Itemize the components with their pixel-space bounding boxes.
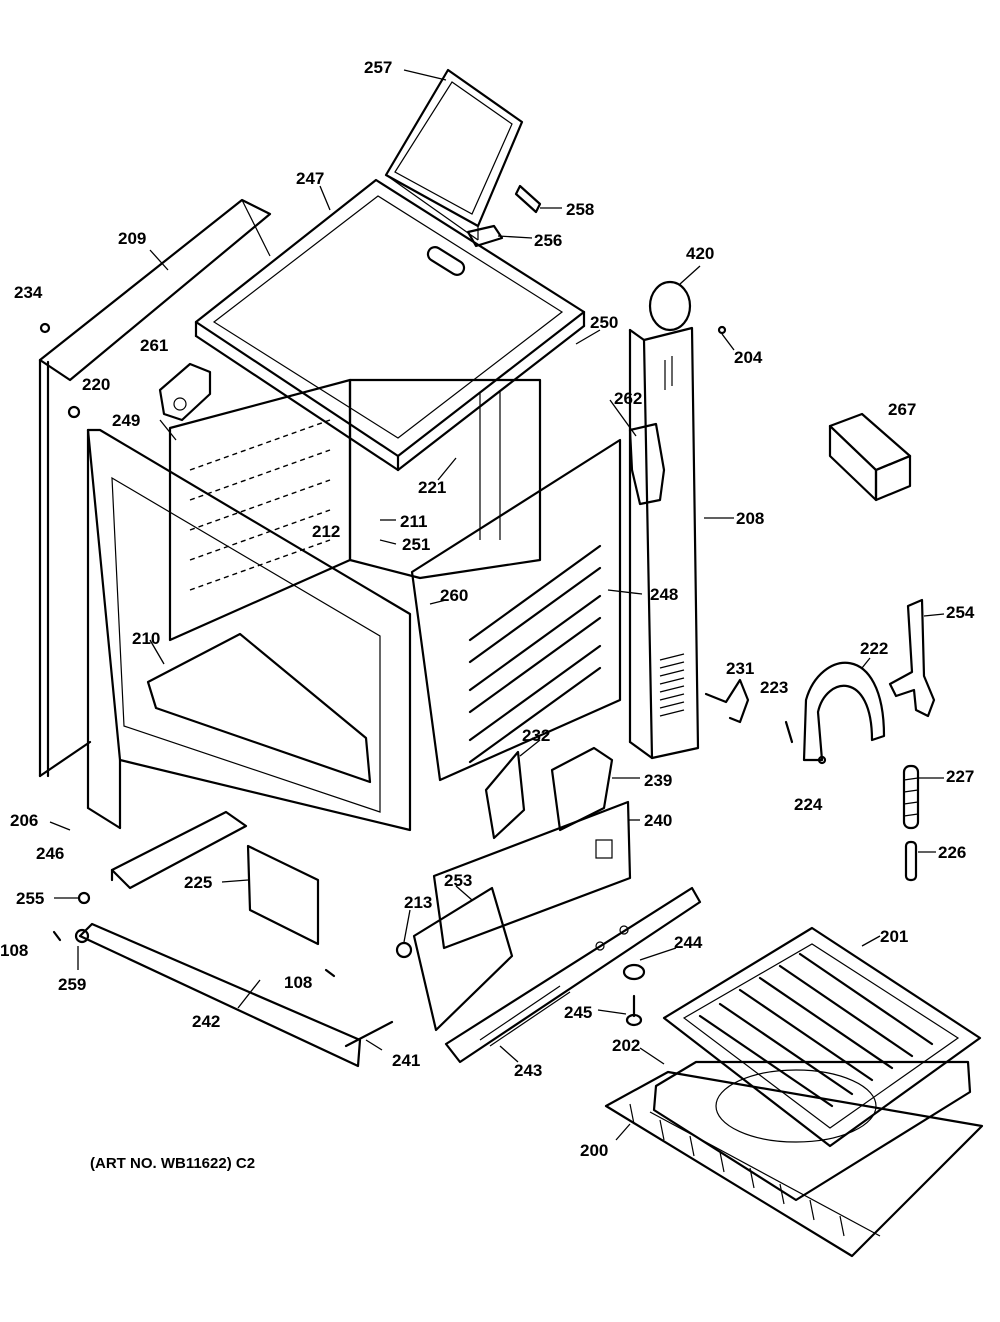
label-226: 226 <box>938 843 966 862</box>
label-245: 245 <box>564 1003 592 1022</box>
label-225: 225 <box>184 873 212 892</box>
label-213: 213 <box>404 893 432 912</box>
label-260: 260 <box>440 586 468 605</box>
label-254: 254 <box>946 603 975 622</box>
part-420-cover <box>648 280 692 332</box>
part-226-rod <box>904 840 918 882</box>
part-255-clip <box>77 891 91 905</box>
label-420: 420 <box>686 244 714 263</box>
label-223: 223 <box>760 678 788 697</box>
part-208-side-panel <box>628 326 700 760</box>
part-223-screw <box>784 720 794 744</box>
label-240: 240 <box>644 811 672 830</box>
label-246: 246 <box>36 844 64 863</box>
part-234-screw <box>39 322 51 334</box>
part-259-roller <box>74 928 90 944</box>
label-108-b: 108 <box>284 973 312 992</box>
label-259: 259 <box>58 975 86 994</box>
label-247: 247 <box>296 169 324 188</box>
label-253: 253 <box>444 871 472 890</box>
label-234: 234 <box>14 283 43 302</box>
label-200: 200 <box>580 1141 608 1160</box>
part-248-side-wall <box>410 438 643 782</box>
part-209-trim <box>38 198 272 778</box>
part-247-top <box>194 178 586 472</box>
label-222: 222 <box>860 639 888 658</box>
label-251: 251 <box>402 535 430 554</box>
drawer-rails <box>110 810 248 890</box>
part-253-rail <box>412 886 514 1032</box>
label-256: 256 <box>534 231 562 250</box>
part-261-bracket <box>158 362 212 422</box>
label-220: 220 <box>82 375 110 394</box>
label-212: 212 <box>312 522 340 541</box>
label-232: 232 <box>522 726 550 745</box>
part-108-screw-b <box>324 968 336 978</box>
part-245-knob <box>625 994 643 1027</box>
label-204: 204 <box>734 348 763 367</box>
label-231: 231 <box>726 659 754 678</box>
part-240-panel <box>432 800 632 950</box>
label-221: 221 <box>418 478 446 497</box>
part-254-hinge <box>888 598 936 718</box>
label-250: 250 <box>590 313 618 332</box>
label-255: 255 <box>16 889 44 908</box>
part-231-spring <box>704 678 750 724</box>
part-262-bracket <box>628 422 666 506</box>
label-108-a: 108 <box>0 941 28 960</box>
oven-cavity <box>168 378 542 642</box>
label-206: 206 <box>10 811 38 830</box>
part-108-screw-a <box>52 930 62 942</box>
art-number-caption: (ART NO. WB11622) C2 <box>90 1155 255 1172</box>
label-258: 258 <box>566 200 594 219</box>
label-201: 201 <box>880 927 908 946</box>
part-213-grommet <box>395 941 413 959</box>
part-201-broiler-grid <box>662 926 982 1148</box>
part-227-spring <box>902 764 920 830</box>
label-210: 210 <box>132 629 160 648</box>
part-202-broiler-pan <box>652 1060 972 1202</box>
part-244-burner-cap <box>622 963 646 981</box>
label-227: 227 <box>946 767 974 786</box>
label-248: 248 <box>650 585 678 604</box>
part-242-rail <box>78 922 362 1068</box>
label-243: 243 <box>514 1061 542 1080</box>
part-257-lid <box>384 68 524 241</box>
label-224: 224 <box>794 795 823 814</box>
label-244: 244 <box>674 933 703 952</box>
part-200-oven-rack <box>604 1070 984 1258</box>
leader-lines <box>49 69 945 1141</box>
label-261: 261 <box>140 336 168 355</box>
part-258-hinge <box>514 184 562 214</box>
label-208: 208 <box>736 509 764 528</box>
part-239-box <box>550 746 614 832</box>
label-242: 242 <box>192 1012 220 1031</box>
part-267-box <box>828 412 912 502</box>
label-209: 209 <box>118 229 146 248</box>
label-257: 257 <box>364 58 392 77</box>
part-204-screw <box>717 325 727 335</box>
part-220-screw <box>67 405 81 419</box>
part-210-front-frame <box>86 428 412 832</box>
label-249: 249 <box>112 411 140 430</box>
part-232-bracket <box>484 750 526 840</box>
part-225-panel <box>246 844 320 946</box>
part-243-trim <box>444 886 702 1064</box>
label-241: 241 <box>392 1051 420 1070</box>
label-262: 262 <box>614 389 642 408</box>
label-211: 211 <box>400 512 427 531</box>
label-239: 239 <box>644 771 672 790</box>
label-267: 267 <box>888 400 916 419</box>
part-222-hinge <box>802 661 886 762</box>
part-labels: 257 247 258 256 209 420 234 250 204 261 … <box>0 58 975 1160</box>
part-241-pin <box>344 1020 394 1048</box>
label-202: 202 <box>612 1036 640 1055</box>
